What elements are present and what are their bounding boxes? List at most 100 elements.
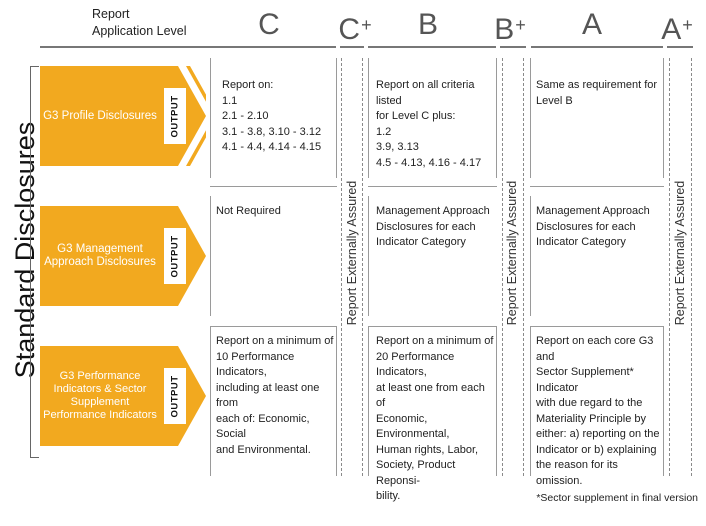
grid-line — [496, 58, 497, 178]
grid-line — [210, 186, 337, 187]
management-approach-arrow: G3 Management Approach Disclosures OUTPU… — [40, 206, 206, 306]
label-line-1: Report — [92, 7, 130, 21]
cell-line: Economic, Environmental, — [376, 412, 450, 441]
cell-line: each of: Economic, Social — [216, 412, 310, 441]
cell-profile-b: Report on all criteria listed for Level … — [376, 78, 496, 171]
arrow-label: G3 Management Approach Disclosures — [44, 243, 156, 268]
cell-management-c: Not Required — [216, 204, 334, 220]
footnote: *Sector supplement in final version — [536, 492, 698, 504]
output-label: OUTPUT — [169, 374, 181, 418]
header-rule — [40, 46, 216, 48]
header-rule — [368, 46, 496, 48]
cell-line: Report on all criteria listed — [376, 79, 475, 107]
level-b-heading: B — [417, 8, 438, 41]
cell-line: 20 Performance Indicators, — [376, 350, 455, 379]
level-b-plus-heading: B+ — [494, 13, 526, 46]
grid-line — [210, 326, 337, 327]
header-rule — [340, 46, 364, 48]
cell-profile-a: Same as requirement for Level B — [536, 78, 662, 109]
c-plus-dashed-line — [341, 58, 342, 476]
a-plus-dashed-line — [669, 58, 670, 476]
cell-line: 1.2 — [376, 125, 392, 138]
cell-line: 4.5 - 4.13, 4.16 - 4.17 — [376, 156, 482, 169]
cell-line: the reason for its omission. — [536, 459, 618, 487]
cell-line: 4.1 - 4.4, 4.14 - 4.15 — [222, 141, 322, 153]
side-bracket — [30, 66, 39, 458]
a-plus-dashed-line — [691, 58, 692, 476]
header-rule — [667, 46, 693, 48]
cell-line: 10 Performance Indicators, — [216, 350, 295, 379]
grid-line — [530, 58, 531, 178]
grid-line — [663, 326, 664, 476]
grid-line — [368, 326, 497, 327]
cell-line: Report on a minimum of — [376, 335, 494, 347]
performance-indicators-arrow: G3 Performance Indicators & Sector Suppl… — [40, 346, 206, 446]
cell-line: Society, Product Reponsi- — [376, 459, 456, 487]
cell-line: with due regard to the — [536, 397, 643, 409]
output-box — [164, 368, 186, 424]
cell-line: 3.1 - 3.8, 3.10 - 3.12 — [222, 125, 322, 138]
grid-line — [663, 58, 664, 178]
arrow-label: G3 Performance Indicators & Sector Suppl… — [43, 370, 157, 421]
header-rule — [500, 46, 526, 48]
output-box — [164, 88, 186, 144]
grid-line — [210, 326, 211, 476]
cell-line: Report on a minimum of — [216, 335, 334, 347]
cell-line: Level B — [536, 94, 573, 107]
cell-line: Same as requirement for — [536, 79, 658, 91]
arrow-label: G3 Profile Disclosures — [43, 109, 157, 122]
cell-management-b: Management Approach Disclosures for each… — [376, 204, 494, 251]
label-line-2: Application Level — [92, 24, 187, 38]
cell-management-a: Management Approach Disclosures for each… — [536, 204, 662, 251]
cell-line: 1.1 — [222, 94, 238, 107]
cell-line: bility. — [376, 490, 401, 502]
cell-line: Report on: — [222, 79, 274, 91]
grid-line — [530, 186, 664, 187]
cell-line: Indicator Category — [376, 236, 466, 248]
c-plus-dashed-line — [362, 58, 363, 476]
cell-profile-c: Report on: 1.1 2.1 - 2.10 3.1 - 3.8, 3.1… — [222, 78, 334, 156]
cell-line: Human rights, Labor, — [376, 443, 479, 456]
report-application-level-label: Report Application Level — [92, 6, 187, 40]
cell-line: 2.1 - 2.10 — [222, 110, 269, 122]
cell-line: Indicator Category — [536, 236, 626, 248]
cell-performance-a: Report on each core G3 and Sector Supple… — [536, 334, 664, 489]
cell-line: Management Approach — [376, 205, 490, 217]
grid-line — [496, 326, 497, 476]
grid-line — [368, 196, 369, 316]
a-plus-assured-label: Report Externally Assured — [673, 180, 687, 326]
grid-line — [368, 186, 497, 187]
cell-line: 3.9, 3.13 — [376, 141, 419, 153]
grid-line — [530, 326, 531, 476]
level-c-heading: C — [258, 8, 280, 41]
grid-line — [368, 326, 369, 476]
level-a-plus-heading: A+ — [661, 13, 693, 46]
grid-line — [210, 196, 211, 316]
c-plus-assured-label: Report Externally Assured — [345, 180, 359, 326]
cell-line: and Environmental. — [216, 443, 311, 456]
output-label: OUTPUT — [169, 234, 181, 278]
header-rule — [210, 46, 336, 48]
cell-line: Disclosures for each — [376, 220, 476, 233]
cell-line: Not Required — [216, 205, 281, 217]
header-rule — [531, 46, 663, 48]
cell-line: for Level C plus: — [376, 110, 456, 122]
grid-line — [530, 326, 664, 327]
profile-disclosures-arrow: G3 Profile Disclosures OUTPUT — [40, 66, 206, 166]
b-plus-dashed-line — [523, 58, 524, 476]
cell-performance-c: Report on a minimum of 10 Performance In… — [216, 334, 338, 458]
grid-line — [530, 196, 531, 316]
grid-line — [336, 58, 337, 178]
cell-line: Management Approach — [536, 205, 650, 217]
standard-disclosures-title: Standard Disclosures — [10, 121, 40, 379]
cell-line: at least one from each of — [376, 381, 485, 410]
cell-line: Indicator or b) explaining — [536, 443, 657, 456]
cell-line: Sector Supplement* Indicator — [536, 366, 634, 394]
cell-performance-b: Report on a minimum of 20 Performance In… — [376, 334, 496, 505]
b-plus-assured-label: Report Externally Assured — [505, 180, 519, 326]
output-box — [164, 228, 186, 284]
cell-line: either: a) reporting on the — [536, 428, 660, 440]
output-label: OUTPUT — [169, 94, 181, 138]
cell-line: Materiality Principle by — [536, 412, 647, 425]
cell-line: Report on each core G3 and — [536, 335, 654, 363]
